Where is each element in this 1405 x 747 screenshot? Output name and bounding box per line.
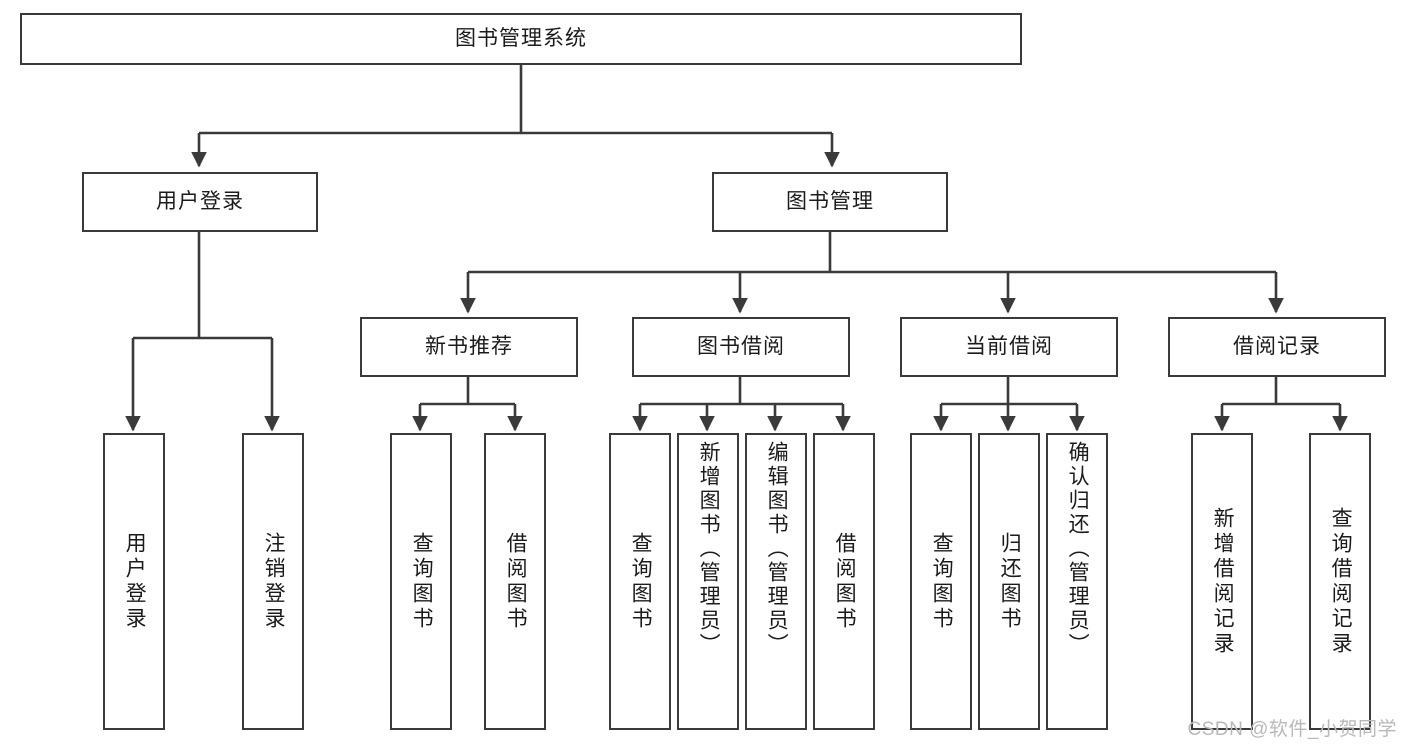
node-label: 查询图书: [930, 531, 954, 632]
leaf-borrow-add-book-admin[interactable]: 新增图书（管理员）: [677, 433, 739, 730]
node-label: 当前借阅: [965, 334, 1053, 358]
leaf-record-add-record[interactable]: 新增借阅记录: [1191, 433, 1253, 730]
node-label: 新增借阅记录: [1211, 506, 1235, 657]
node-label: 归还图书: [998, 531, 1022, 632]
leaf-user-login[interactable]: 用户登录: [103, 433, 165, 730]
node-label: 查询图书: [629, 531, 653, 632]
node-label: 借阅记录: [1233, 334, 1321, 358]
leaf-recommend-borrow-book[interactable]: 借阅图书: [484, 433, 546, 730]
leaf-user-logout[interactable]: 注销登录: [242, 433, 304, 730]
node-current-borrow[interactable]: 当前借阅: [900, 317, 1118, 377]
node-label: 编辑图书（管理员）: [765, 441, 789, 657]
leaf-current-return-book[interactable]: 归还图书: [978, 433, 1040, 730]
leaf-borrow-borrow-book[interactable]: 借阅图书: [813, 433, 875, 730]
node-borrow-record[interactable]: 借阅记录: [1168, 317, 1386, 377]
node-label: 查询借阅记录: [1329, 506, 1353, 657]
leaf-borrow-edit-book-admin[interactable]: 编辑图书（管理员）: [745, 433, 807, 730]
node-label: 图书管理: [786, 189, 874, 213]
node-root-system[interactable]: 图书管理系统: [20, 13, 1022, 65]
node-label: 确认归还（管理员）: [1066, 441, 1090, 657]
node-label: 注销登录: [262, 531, 286, 632]
node-label: 借阅图书: [504, 531, 528, 632]
node-new-book-recommend[interactable]: 新书推荐: [360, 317, 578, 377]
node-user-login[interactable]: 用户登录: [82, 172, 318, 232]
node-book-management[interactable]: 图书管理: [712, 172, 948, 232]
node-label: 图书管理系统: [455, 26, 587, 50]
node-label: 新书推荐: [425, 334, 513, 358]
node-label: 用户登录: [156, 189, 244, 213]
node-label: 用户登录: [123, 531, 147, 632]
node-label: 查询图书: [410, 531, 434, 632]
csdn-watermark: CSDN @软件_小贺同学: [1187, 719, 1397, 740]
leaf-borrow-query-book[interactable]: 查询图书: [609, 433, 671, 730]
leaf-record-query-record[interactable]: 查询借阅记录: [1309, 433, 1371, 730]
node-label: 新增图书（管理员）: [697, 441, 721, 657]
node-label: 图书借阅: [697, 334, 785, 358]
node-book-borrow[interactable]: 图书借阅: [632, 317, 850, 377]
leaf-current-query-book[interactable]: 查询图书: [910, 433, 972, 730]
leaf-current-confirm-return-admin[interactable]: 确认归还（管理员）: [1046, 433, 1108, 730]
node-label: 借阅图书: [833, 531, 857, 632]
leaf-recommend-query-book[interactable]: 查询图书: [390, 433, 452, 730]
